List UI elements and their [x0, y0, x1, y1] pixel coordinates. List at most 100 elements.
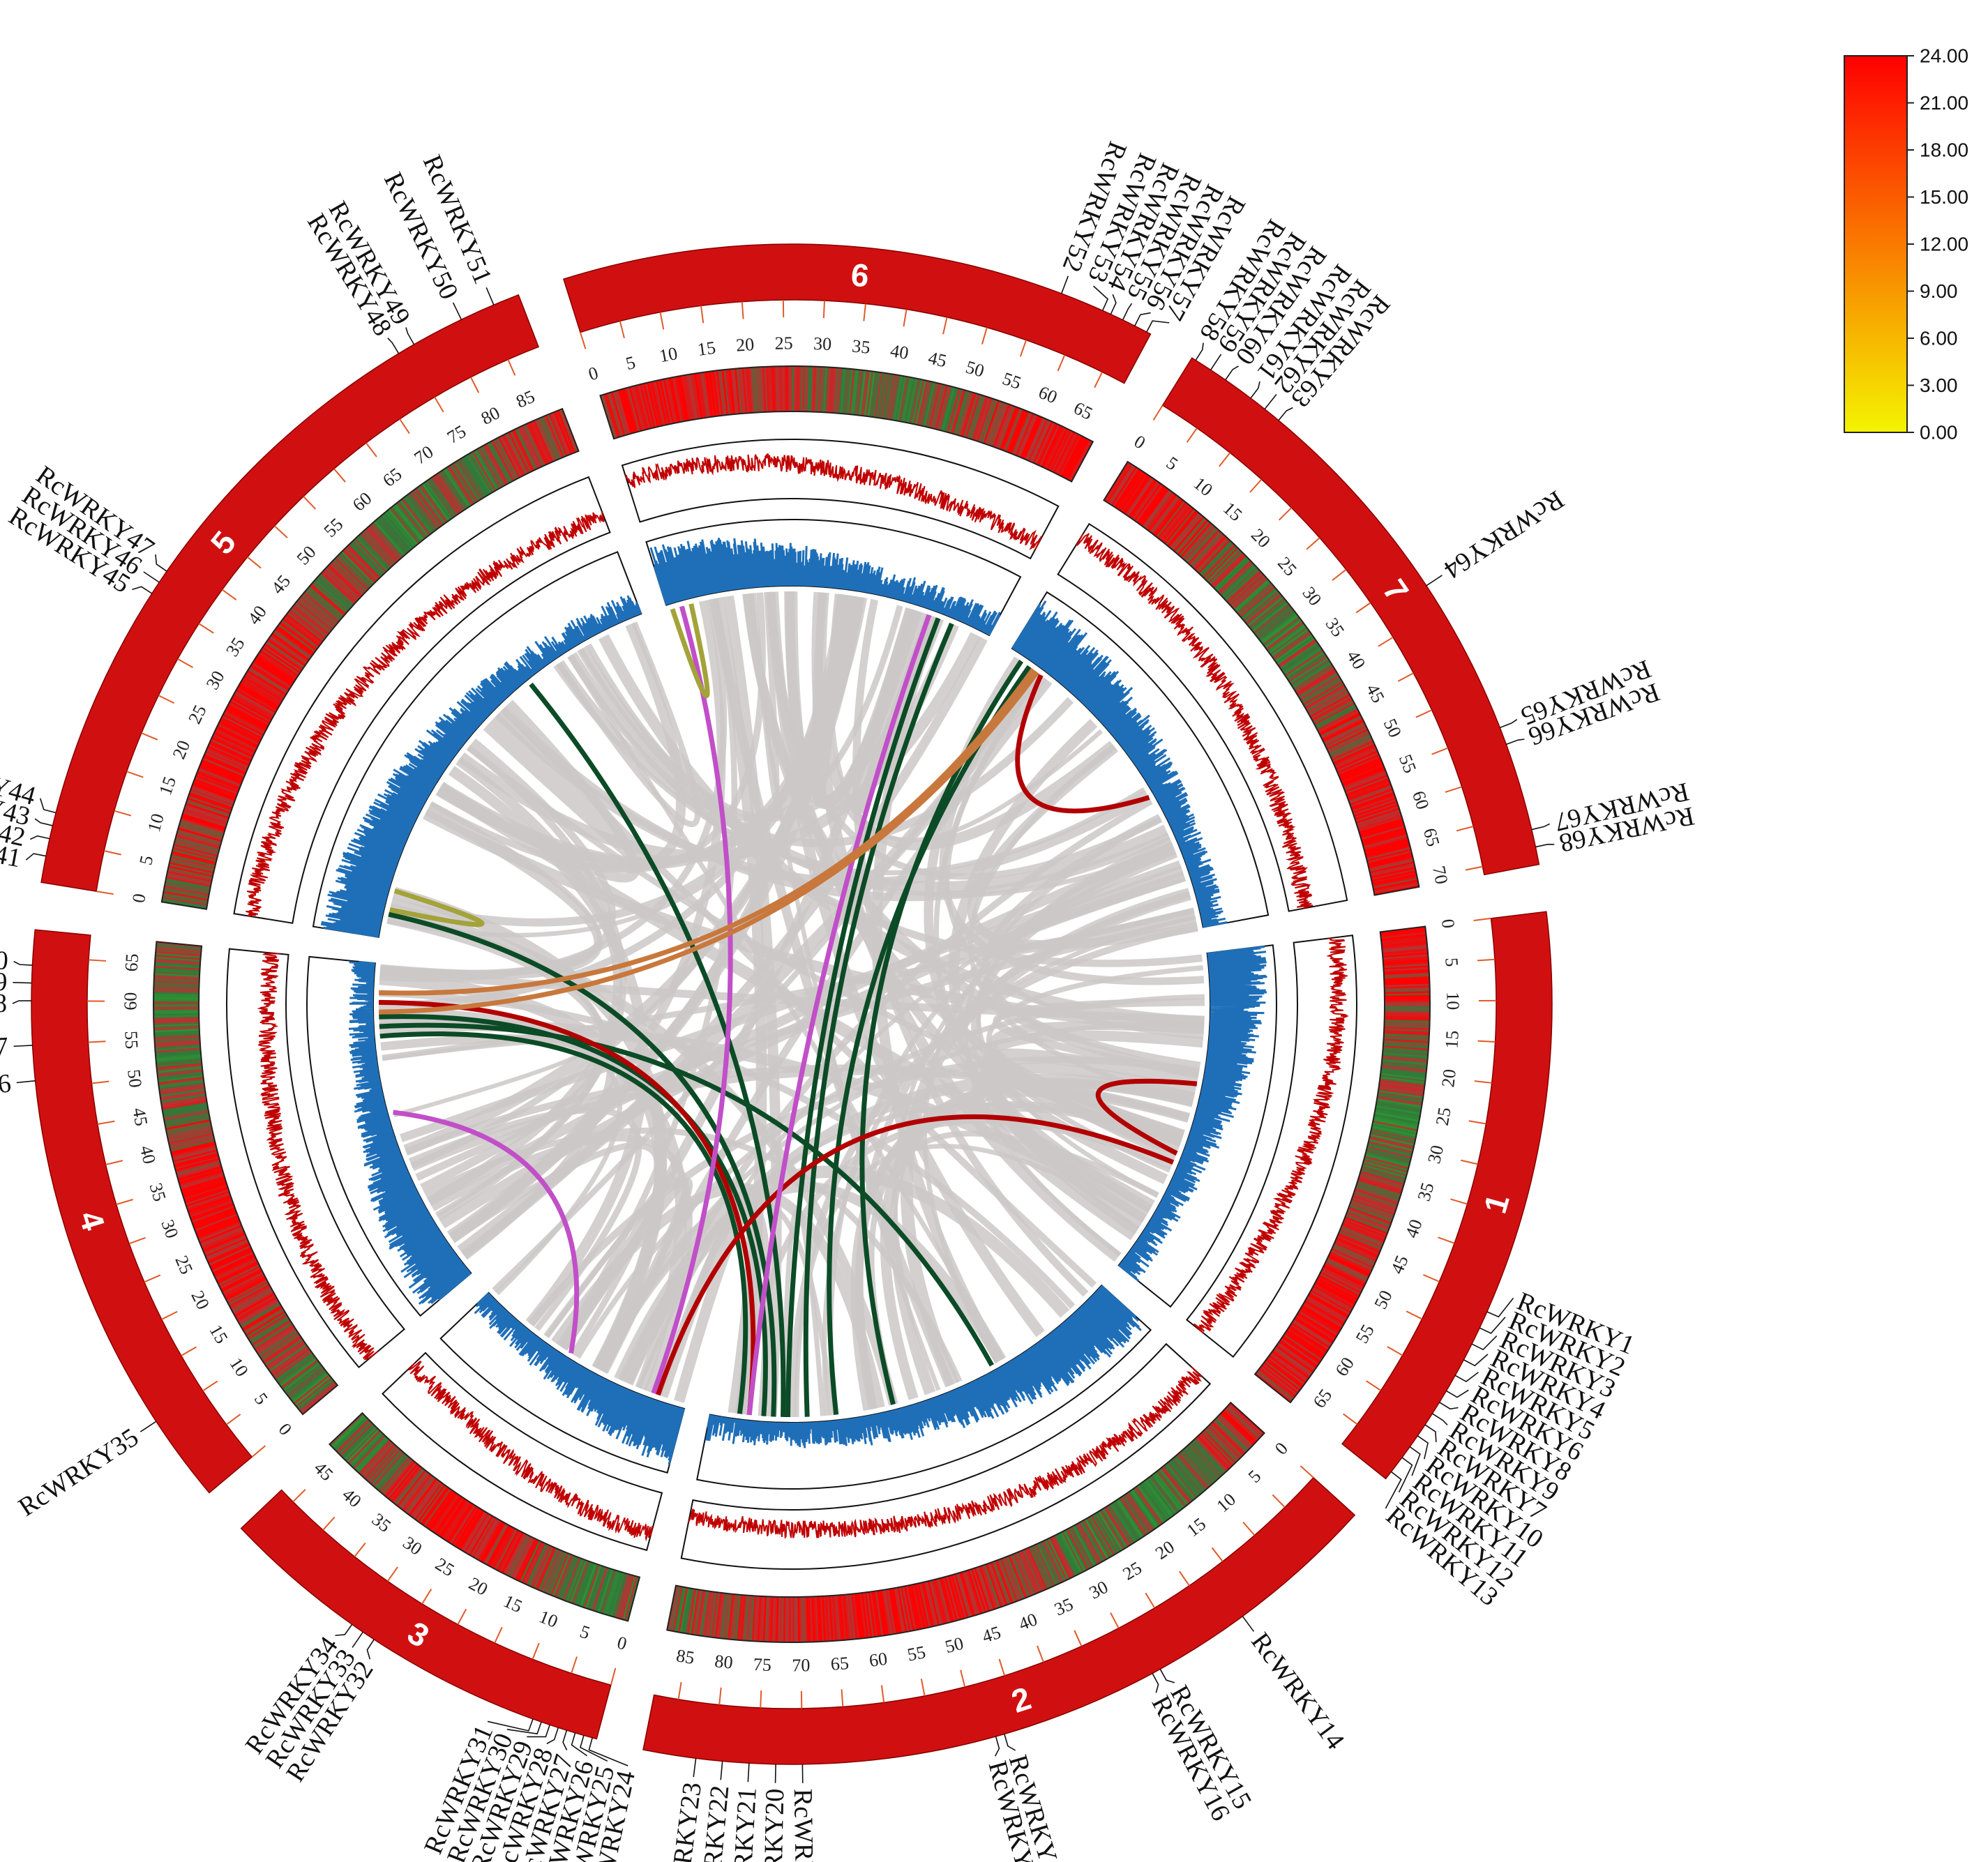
- heatmap-cell: [198, 767, 241, 787]
- heatmap-cell: [1192, 1439, 1226, 1475]
- heatmap-cell: [164, 884, 209, 896]
- heatmap-cell: [1378, 1084, 1424, 1093]
- heatmap-cell: [153, 972, 200, 978]
- tick-mark: [126, 771, 144, 778]
- heatmap-cell: [216, 726, 258, 749]
- heatmap-cell: [1172, 1458, 1203, 1494]
- heatmap-cell: [1382, 948, 1428, 955]
- heatmap-cell: [343, 547, 377, 582]
- heatmap-cell: [1327, 1257, 1369, 1280]
- heatmap-cell: [1065, 438, 1089, 480]
- heatmap-cell: [1136, 485, 1166, 524]
- heatmap-cell: [153, 1004, 199, 1007]
- heatmap-cell: [1061, 1531, 1085, 1573]
- heatmap-cell: [502, 1532, 525, 1575]
- heatmap-cell: [824, 367, 830, 413]
- gene-leader-line: [452, 302, 462, 320]
- heatmap-cell: [1310, 1289, 1351, 1314]
- heatmap-cell: [1237, 583, 1274, 616]
- heatmap-cell: [1118, 471, 1145, 511]
- heatmap-cell: [414, 1482, 443, 1520]
- tick-mark: [571, 1656, 578, 1674]
- tick-label: 5: [135, 854, 157, 867]
- heatmap-cell: [153, 981, 199, 986]
- heatmap-cell: [675, 376, 686, 422]
- heatmap-cell: [361, 1441, 393, 1477]
- heatmap-cell: [377, 1455, 409, 1492]
- heatmap-cell: [1128, 1491, 1156, 1530]
- heatmap-cell: [1226, 1406, 1261, 1439]
- heatmap-cell: [160, 1089, 206, 1099]
- heatmap-cell: [1166, 1462, 1198, 1499]
- heatmap-cell: [463, 1513, 489, 1553]
- heatmap-cell: [1359, 1174, 1403, 1190]
- heatmap-cell: [334, 1417, 369, 1451]
- heatmap-cell: [1383, 1038, 1429, 1044]
- heatmap-cell: [1343, 1218, 1387, 1237]
- heatmap-cell: [1064, 1529, 1087, 1571]
- gene-label: RcWRKY19: [788, 1789, 820, 1862]
- tick-label: 50: [943, 1633, 965, 1658]
- gray-link: [993, 998, 1205, 1077]
- heatmap-cell: [1359, 820, 1404, 835]
- heatmap-cell: [661, 379, 673, 424]
- heatmap-cell: [756, 1596, 762, 1642]
- heatmap-cell: [1283, 648, 1323, 676]
- heatmap-cell: [229, 1283, 270, 1308]
- heatmap-cell: [250, 665, 290, 691]
- gray-link: [408, 1107, 642, 1331]
- heatmap-cell: [948, 388, 963, 434]
- heatmap-cell: [167, 1127, 213, 1140]
- heatmap-cell: [1267, 1356, 1305, 1386]
- heatmap-cell: [336, 1420, 371, 1454]
- heatmap-cell: [1060, 435, 1084, 478]
- heatmap-cell: [256, 1326, 296, 1354]
- heatmap-cell: [1117, 1497, 1145, 1538]
- heatmap-cell: [996, 1559, 1015, 1603]
- heatmap-cell: [1286, 653, 1326, 680]
- heatmap-cell: [206, 748, 249, 769]
- heatmap-cell: [1272, 630, 1311, 658]
- gene-label: RcWRKY35: [13, 1423, 144, 1522]
- heatmap-cell: [277, 625, 315, 654]
- heatmap-cell: [377, 517, 409, 553]
- heatmap-cell: [609, 392, 624, 437]
- heatmap-cell: [1380, 1069, 1426, 1077]
- gray-link: [458, 632, 981, 862]
- heatmap-cell: [1377, 1093, 1423, 1103]
- heatmap-cell: [241, 1304, 282, 1330]
- heatmap-cell: [1157, 501, 1188, 540]
- heatmap-cell: [1364, 841, 1410, 856]
- heatmap-cell: [494, 1529, 518, 1570]
- heatmap-cell: [1210, 552, 1244, 586]
- heatmap-cell: [1053, 1535, 1076, 1577]
- heatmap-cell: [1328, 733, 1371, 755]
- heatmap-cell: [219, 720, 262, 743]
- heatmap-cell: [1346, 1211, 1390, 1230]
- heatmap-cell: [375, 1453, 407, 1490]
- heatmap-cell: [937, 1578, 951, 1623]
- heatmap-cell: [155, 952, 201, 958]
- heatmap-cell: [1347, 781, 1391, 800]
- heatmap-cell: [1124, 1493, 1153, 1532]
- heatmap-cell: [609, 1572, 625, 1617]
- heatmap-cell: [1373, 883, 1420, 894]
- heatmap-cell: [211, 1249, 253, 1271]
- heatmap-cell: [686, 1589, 697, 1635]
- heatmap-cell: [526, 423, 548, 465]
- heatmap-cell: [684, 1588, 695, 1634]
- heatmap-cell: [1229, 1402, 1265, 1435]
- heatmap-cell: [195, 1214, 239, 1234]
- heatmap-cell: [306, 589, 342, 620]
- heatmap-cell: [468, 1515, 494, 1556]
- heatmap-cell: [153, 983, 199, 987]
- heatmap-cell: [1023, 416, 1044, 460]
- heatmap-cell: [607, 393, 623, 437]
- heatmap-cell: [163, 1107, 209, 1117]
- heatmap-cell: [1335, 750, 1378, 771]
- heatmap-cell: [285, 1364, 323, 1395]
- heatmap-cell: [1045, 427, 1067, 470]
- heatmap-cell: [252, 1321, 292, 1347]
- gene-leader-line: [1195, 342, 1204, 361]
- heatmap-cell: [168, 865, 213, 877]
